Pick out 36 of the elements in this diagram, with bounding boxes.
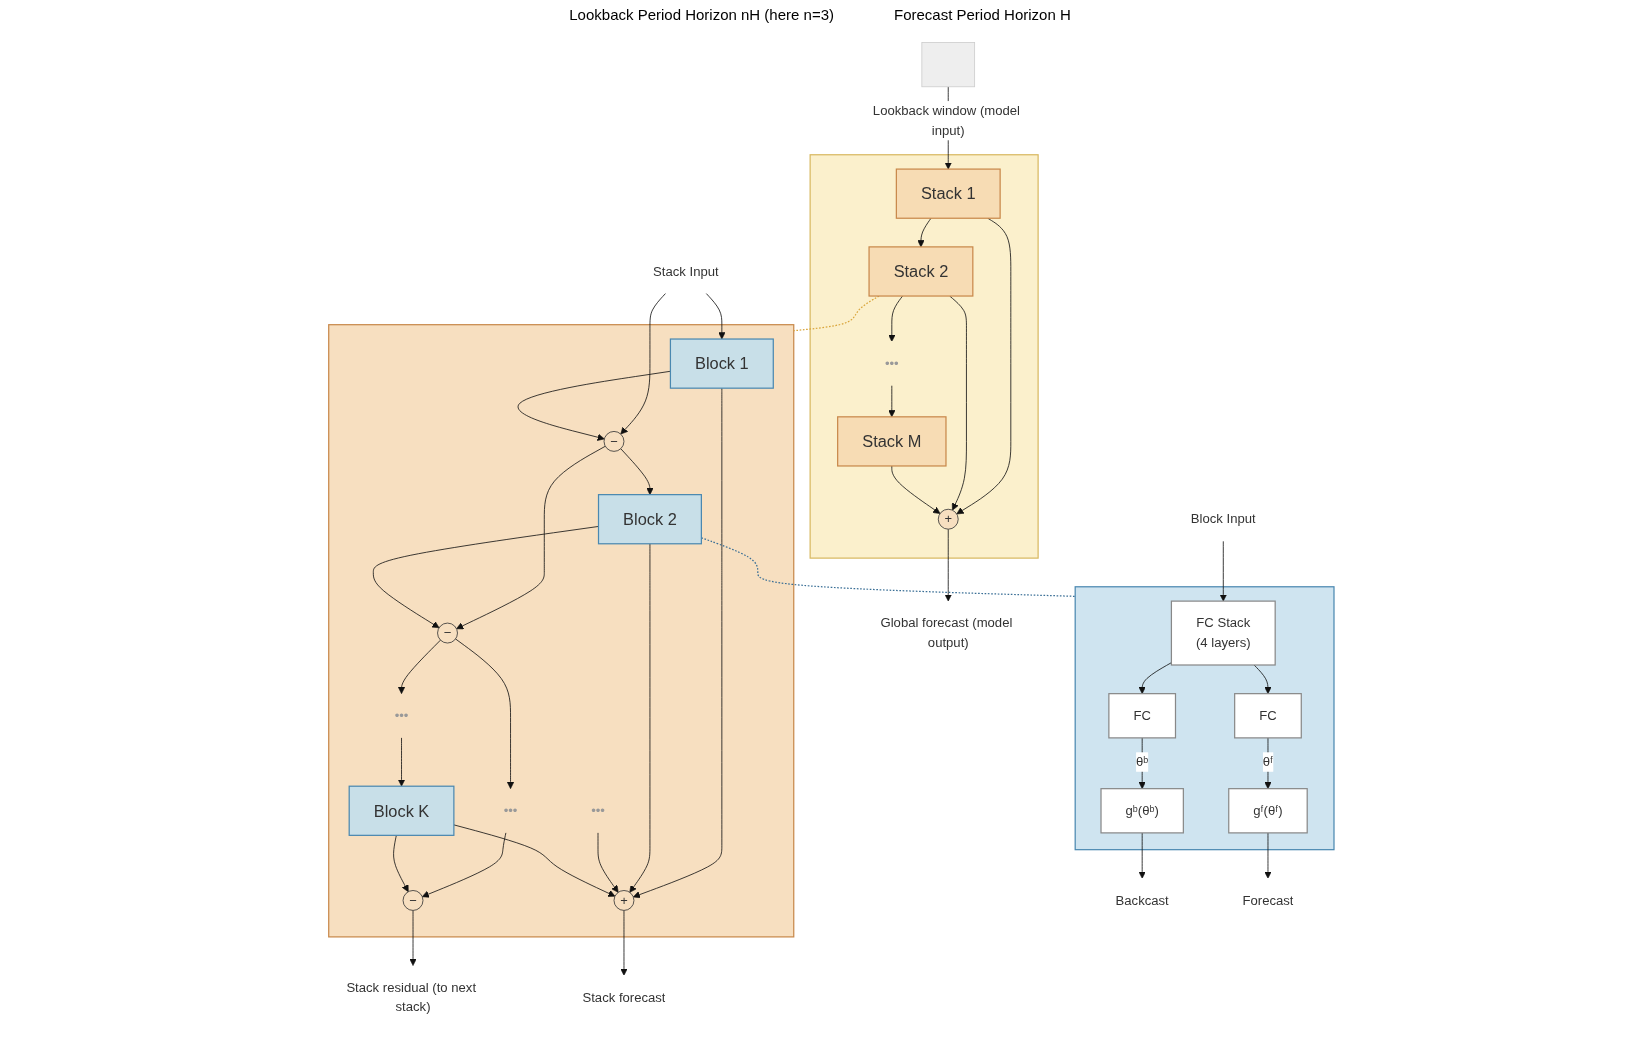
node-box: gᵇ(θᵇ) <box>1100 788 1184 834</box>
node-text: Global forecast (model output) <box>880 615 1013 650</box>
node-box: FC <box>1233 693 1302 739</box>
cluster <box>1074 586 1335 851</box>
node-text: Stack Input <box>652 264 719 279</box>
edge-label: θᶠ <box>1262 754 1273 769</box>
node-box: FC Stack (4 layers) <box>1170 600 1276 666</box>
node-text: Stack residual (to next stack) <box>346 980 476 1014</box>
node-circle: + <box>613 890 635 911</box>
cluster <box>809 154 1039 559</box>
cluster <box>327 324 795 938</box>
node-text: Backcast <box>1115 893 1169 908</box>
node-box: Block 1 <box>669 338 774 389</box>
node-picture <box>921 42 975 88</box>
node-text: Stack forecast <box>582 990 666 1005</box>
node-text: ••• <box>503 803 518 818</box>
node-text: ••• <box>394 708 409 723</box>
node-circle: − <box>603 431 625 452</box>
node-box: Stack M <box>836 416 947 467</box>
node-box: Stack 2 <box>868 246 974 297</box>
edge-label: θᵇ <box>1135 754 1149 769</box>
node-box: gᶠ(θᶠ) <box>1227 788 1308 834</box>
node-box: Block 2 <box>597 494 702 545</box>
node-circle: + <box>937 508 959 530</box>
node-circle: − <box>436 622 458 644</box>
node-box: Stack 1 <box>895 168 1001 219</box>
node-text: Forecast <box>1242 893 1294 908</box>
edge-label: Lookback window (model input) <box>872 103 1020 138</box>
node-box: Block K <box>348 785 455 836</box>
node-box: FC <box>1108 693 1176 739</box>
horizon-label: Lookback Period Horizon nH (here n=3) <box>569 6 834 25</box>
node-text: ••• <box>884 356 899 371</box>
horizon-label: Forecast Period Horizon H <box>894 6 1071 25</box>
node-text: ••• <box>590 803 605 818</box>
node-circle: − <box>402 890 424 911</box>
node-text: Block Input <box>1190 511 1256 526</box>
